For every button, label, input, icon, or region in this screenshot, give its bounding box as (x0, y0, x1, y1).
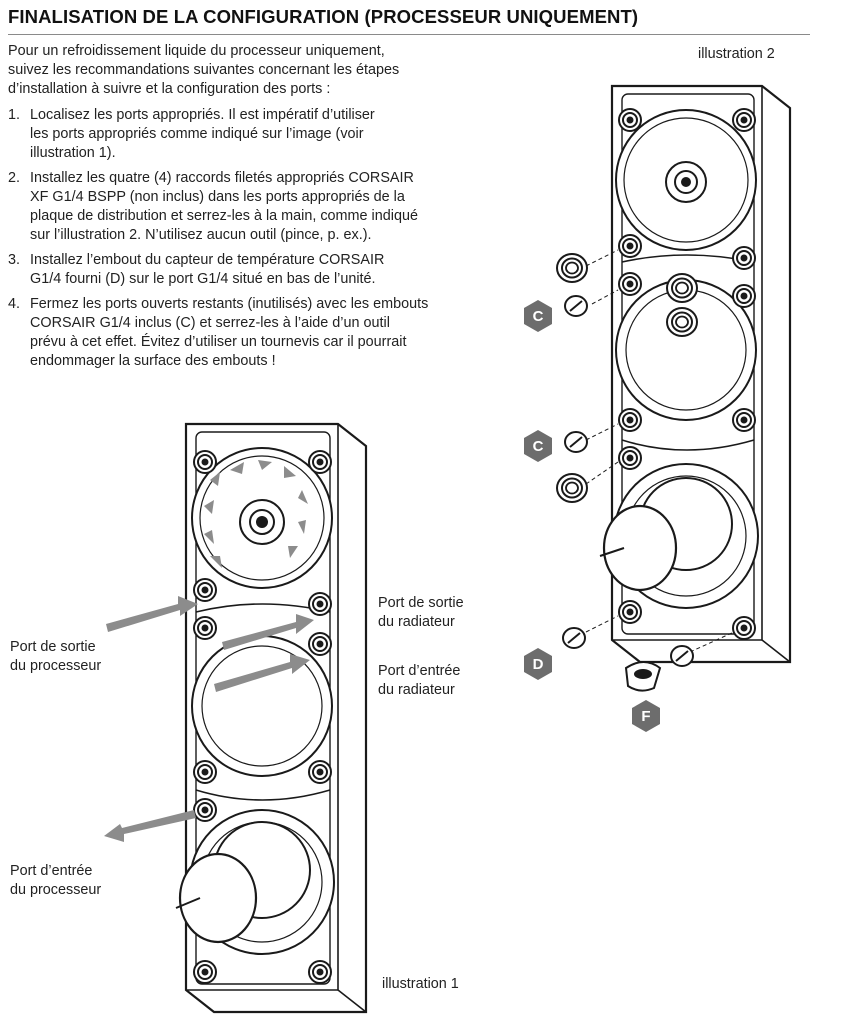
label-cpu-out: Port de sortie du processeur (10, 639, 102, 674)
step-number: 1. (8, 107, 21, 123)
badge-f: F (632, 700, 660, 732)
step-item: 2. Installez les quatre (4) raccords fil… (8, 169, 508, 245)
illustration-1-drawing (104, 422, 368, 1014)
step-item: 3. Installez l’embout du capteur de temp… (8, 251, 508, 289)
step-text: Localisez les ports appropriés. Il est i… (30, 107, 375, 161)
port-arrows (104, 596, 314, 842)
badge-label: C (533, 308, 544, 325)
step-item: 4. Fermez les ports ouverts restants (in… (8, 295, 508, 371)
illustration-2-caption: illustration 2 (698, 46, 775, 62)
flow-arrows (204, 460, 308, 568)
label-cpu-in: Port d’entrée du processeur (10, 863, 102, 898)
label-rad-out: Port de sortie du radiateur (378, 595, 464, 630)
badge-d: D (524, 648, 552, 680)
steps-list: 1. Localisez les ports appropriés. Il es… (8, 106, 508, 377)
step-text: Installez les quatre (4) raccords fileté… (30, 170, 418, 243)
title-divider (8, 34, 810, 35)
intro-line: d’installation à suivre et la configurat… (8, 81, 331, 97)
illustration-1-caption: illustration 1 (382, 976, 459, 992)
badge-label: F (641, 708, 650, 725)
step-number: 2. (8, 170, 21, 186)
badge-label: D (533, 656, 544, 673)
illustration-2-drawing: C C D F (524, 84, 792, 732)
intro-paragraph: Pour un refroidissement liquide du proce… (8, 42, 498, 99)
label-rad-in: Port d’entrée du radiateur (378, 663, 461, 698)
badge-label: C (533, 438, 544, 455)
badge-c-2: C (524, 430, 552, 462)
intro-line: suivez les recommandations suivantes con… (8, 62, 400, 78)
badge-c-1: C (524, 300, 552, 332)
page-title: FINALISATION DE LA CONFIGURATION (PROCES… (8, 6, 639, 27)
intro-line: Pour un refroidissement liquide du proce… (8, 43, 385, 59)
step-number: 4. (8, 296, 21, 312)
step-text: Installez l’embout du capteur de tempéra… (30, 252, 385, 287)
step-text: Fermez les ports ouverts restants (inuti… (30, 296, 429, 369)
step-number: 3. (8, 252, 21, 268)
step-item: 1. Localisez les ports appropriés. Il es… (8, 106, 508, 163)
